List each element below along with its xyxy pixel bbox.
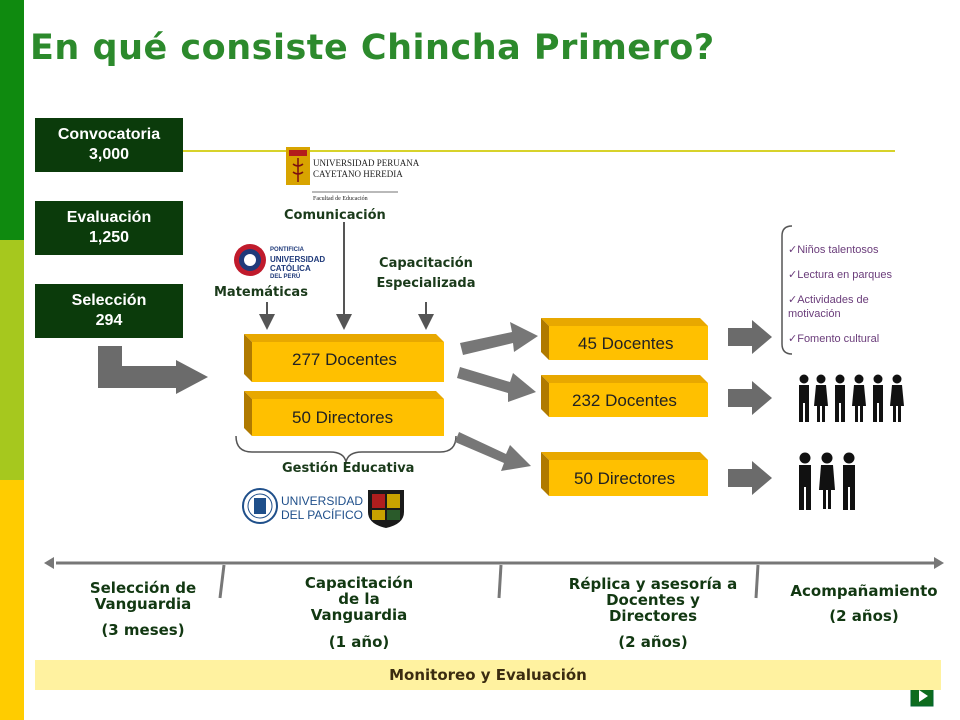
cayetano-line2: CAYETANO HEREDIA (313, 169, 403, 179)
activity-label: Niños talentosos (797, 244, 879, 256)
check-icon: ✓ (788, 294, 798, 306)
stage-label: Selección (71, 292, 147, 309)
cayetano-line3: Facultad de Educación (313, 196, 368, 202)
pacifico-line2: DEL PACÍFICO (281, 508, 364, 522)
stage-evaluacion: Evaluación 1,250 (35, 201, 183, 255)
timeline-divider (754, 564, 760, 599)
box-232-docentes-shape (541, 375, 708, 417)
pacifico-logo (242, 488, 278, 524)
activity-item: ✓Actividades de motivación (788, 293, 918, 321)
label-gestion: Gestión Educativa (282, 461, 415, 476)
label-comunicacion: Comunicación (284, 208, 386, 223)
timeline-duration-capacitacion: (1 año) (328, 633, 390, 651)
box-232-docentes: 232 Docentes (572, 391, 677, 410)
timeline-duration-acompanamiento: (2 años) (829, 607, 899, 625)
sidebar-green (0, 0, 24, 240)
box-50-directores-shape (244, 391, 444, 436)
sidebar-lime (0, 240, 24, 480)
box-50-directores-out: 50 Directores (574, 469, 676, 488)
activity-item: ✓Fomento cultural (788, 332, 918, 346)
stage-seleccion: Selección 294 (35, 284, 183, 338)
activity-label: Fomento cultural (797, 333, 880, 345)
people-group-docentes-icon (799, 374, 904, 422)
activity-item: ✓Niños talentosos (788, 243, 918, 257)
activity-item: ✓Lectura en parques (788, 268, 918, 282)
box-277-docentes-shape (244, 334, 444, 382)
pucp-line3: CATÓLICA (270, 264, 311, 273)
page-title: En qué consiste Chincha Primero? (30, 28, 715, 68)
timeline-label-acompanamiento: Acompañamiento (790, 582, 938, 600)
timeline-label-seleccion: Selección de Vanguardia (89, 579, 197, 613)
selection-arrow (98, 346, 208, 394)
activity-label: Lectura en parques (797, 269, 893, 281)
timeline-duration-replica: (2 años) (618, 633, 688, 651)
label-especializada: Capacitación Especializada (376, 256, 476, 291)
cayetano-logo (286, 147, 398, 193)
monitoring-bar: Monitoreo y Evaluación (35, 660, 941, 690)
label-matematicas: Matemáticas (214, 285, 308, 300)
people-group-directores-icon (799, 452, 855, 510)
pucp-line2: UNIVERSIDAD (270, 255, 326, 264)
box-45-docentes: 45 Docentes (578, 334, 674, 353)
timeline-left-end (44, 557, 54, 569)
cayetano-line1: UNIVERSIDAD PERUANA (313, 158, 420, 168)
check-icon: ✓ (788, 269, 798, 281)
sidebar-yellow (0, 480, 24, 720)
stage-value: 294 (95, 312, 123, 329)
pucp-text: PONTIFICIA UNIVERSIDAD CATÓLICA DEL PERÚ (270, 246, 325, 282)
pacifico-text: UNIVERSIDAD DEL PACÍFICO (281, 494, 363, 522)
stage-convocatoria: Convocatoria 3,000 (35, 118, 183, 172)
brace-gestion (235, 435, 457, 463)
timeline-duration-seleccion: (3 meses) (101, 621, 185, 639)
check-icon: ✓ (788, 244, 798, 256)
shield-logo (368, 490, 404, 528)
pucp-line1: PONTIFICIA (270, 247, 304, 253)
check-icon: ✓ (788, 333, 798, 345)
activities-bracket (781, 225, 793, 355)
pacifico-line1: UNIVERSIDAD (281, 494, 364, 508)
pucp-logo (234, 244, 266, 276)
pucp-line4: DEL PERÚ (270, 274, 301, 280)
box-277-docentes: 277 Docentes (292, 350, 397, 369)
monitoring-label: Monitoreo y Evaluación (389, 666, 587, 684)
stage-label: Convocatoria (57, 126, 161, 143)
box-50-directores: 50 Directores (292, 408, 394, 427)
box-50-directores-out-shape (541, 452, 708, 496)
box-45-docentes-shape (541, 318, 708, 360)
stage-value: 1,250 (88, 229, 130, 246)
timeline-right-end (934, 557, 944, 569)
timeline-label-replica: Réplica y asesoría a Docentes y Director… (568, 575, 738, 625)
stage-value: 3,000 (88, 146, 130, 163)
activities-list: ✓Niños talentosos ✓Lectura en parques ✓A… (788, 243, 918, 346)
top-rule (183, 150, 895, 152)
timeline-label-capacitacion: Capacitación de la Vanguardia (304, 574, 414, 624)
right-arrows (728, 320, 772, 495)
flow-arrows (455, 322, 538, 471)
cayetano-text: UNIVERSIDAD PERUANA CAYETANO HEREDIA Fac… (313, 158, 419, 205)
activity-label: Actividades de motivación (788, 294, 869, 320)
stage-label: Evaluación (66, 209, 152, 226)
timeline-divider (497, 564, 503, 599)
timeline-divider (218, 564, 226, 599)
